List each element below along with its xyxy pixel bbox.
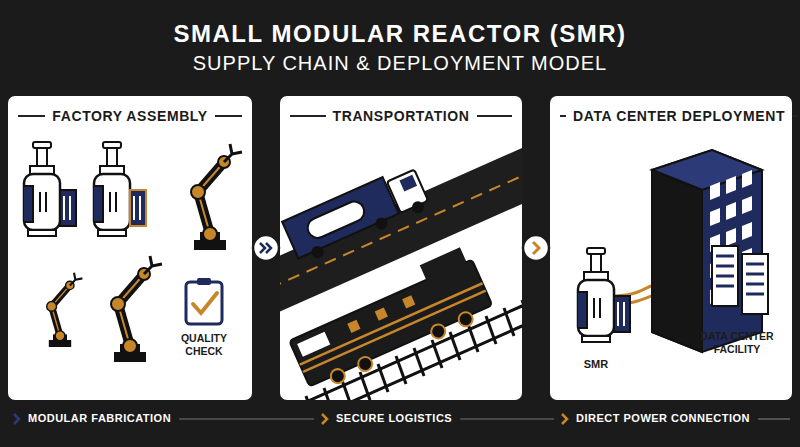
- quality-label: QUALITY CHECK: [168, 332, 240, 358]
- stage-panel: TRANSPORTATION: [280, 96, 522, 400]
- panel-heading: FACTORY ASSEMBLY: [52, 108, 207, 124]
- heading-rule: [477, 115, 513, 117]
- heading-rule: [18, 115, 45, 117]
- panel-heading: DATA CENTER DEPLOYMENT: [573, 108, 785, 124]
- step-label: DIRECT POWER CONNECTION: [576, 412, 750, 424]
- heading-rule: [560, 115, 566, 117]
- step-label: MODULAR FABRICATION: [28, 412, 171, 424]
- flow-connector: [522, 235, 550, 261]
- title: SMALL MODULAR REACTOR (SMR): [0, 20, 800, 48]
- step-label: SECURE LOGISTICS: [336, 412, 452, 424]
- heading-rule: [215, 115, 242, 117]
- panel-heading: TRANSPORTATION: [333, 108, 470, 124]
- facility-label: DATA CENTER FACILITY: [690, 330, 784, 356]
- subtitle: SUPPLY CHAIN & DEPLOYMENT MODEL: [0, 52, 800, 75]
- heading-rule: [290, 115, 326, 117]
- heading-rule: [792, 115, 798, 117]
- reactor-label: SMR: [570, 358, 622, 370]
- flow-connector: [252, 235, 280, 261]
